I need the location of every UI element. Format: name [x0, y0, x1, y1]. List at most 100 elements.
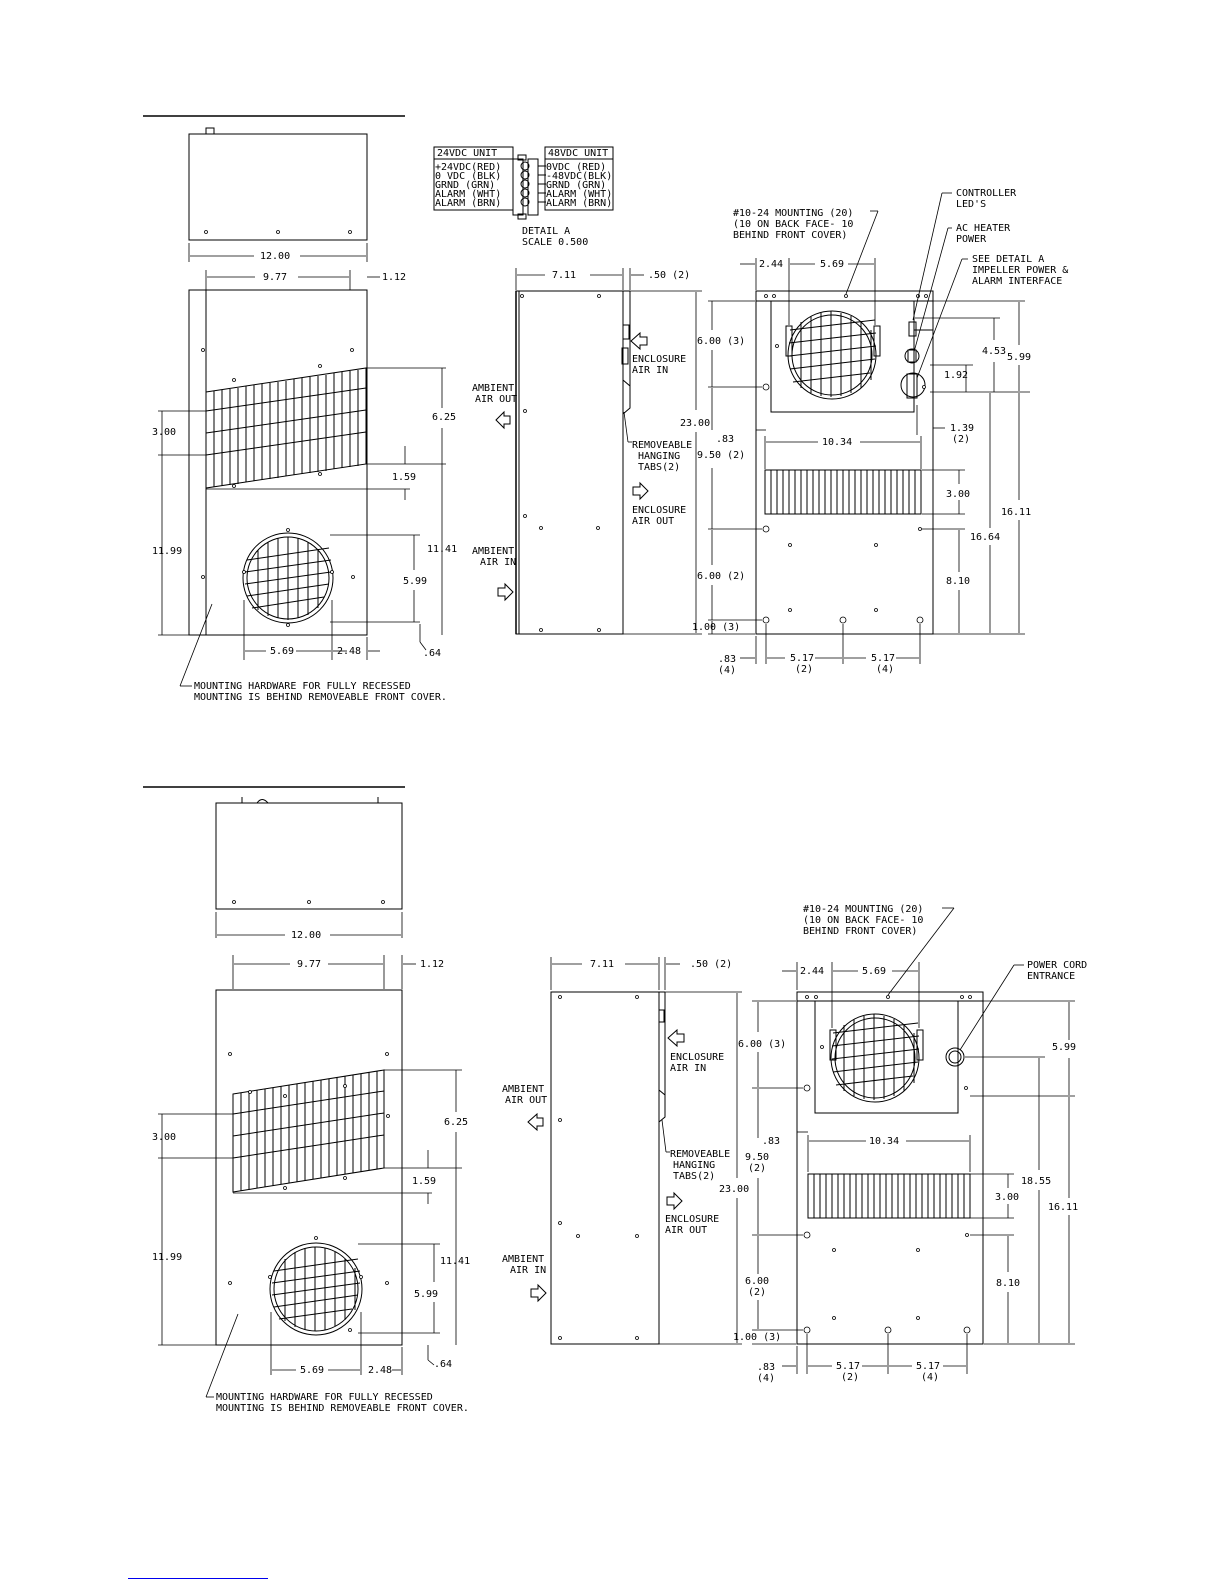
- bottom-dim-977: 9.77: [297, 959, 321, 970]
- top-dim-977: 9.77: [263, 272, 287, 283]
- top-tabs-2: HANGING: [638, 451, 680, 462]
- top-dim-083-left: .83: [716, 434, 734, 445]
- bottom-dim-2300: 23.00: [719, 1184, 749, 1195]
- top-dim-300-left: 3.00: [152, 427, 176, 438]
- top-enc-out-2: AIR OUT: [632, 516, 674, 527]
- bottom-dim-1034: 10.34: [869, 1136, 899, 1147]
- top-dim-517-b: 5.17: [871, 653, 895, 664]
- top-dim-159: 1.59: [392, 472, 416, 483]
- bottom-power-cord-1: POWER CORD: [1027, 960, 1087, 971]
- bottom-ambient-out-2: AIR OUT: [505, 1095, 547, 1106]
- top-dim-064: .64: [423, 648, 441, 659]
- top-dim-517-a-count: (2): [795, 664, 813, 675]
- bottom-dim-517-b: 5.17: [916, 1361, 940, 1372]
- bottom-back-grille-slats: [813, 1174, 965, 1218]
- top-heater-1: AC HEATER: [956, 223, 1011, 234]
- top-back-grille-slats: [770, 470, 916, 514]
- bottom-dim-599-back: 5.99: [1052, 1042, 1076, 1053]
- top-dim-569-front: 5.69: [270, 646, 294, 657]
- bottom-enc-out-2: AIR OUT: [665, 1225, 707, 1236]
- top-dim-599-back: 5.99: [1007, 352, 1031, 363]
- bottom-dim-600-3: 6.00 (3): [738, 1039, 786, 1050]
- bottom-enc-in-1: ENCLOSURE: [670, 1052, 724, 1063]
- bottom-dim-248: 2.48: [368, 1365, 392, 1376]
- top-dim-599-front: 5.99: [403, 576, 427, 587]
- top-detail-left-row: ALARM (BRN): [435, 198, 501, 209]
- bottom-front-louvres: [232, 1071, 385, 1191]
- top-detail-left-row: ALARM (WHT): [435, 189, 501, 200]
- bottom-dim-1855: 18.55: [1021, 1176, 1051, 1187]
- top-detail-right-row: GRND (GRN): [546, 180, 606, 191]
- bottom-dim-625: 6.25: [444, 1117, 468, 1128]
- bottom-dim-064: .64: [434, 1359, 452, 1370]
- top-dim-112: 1.12: [382, 272, 406, 283]
- top-dim-139: 1.39: [950, 423, 974, 434]
- top-see-detail-3: ALARM INTERFACE: [972, 276, 1062, 287]
- top-mount-callout-1: #10-24 MOUNTING (20): [733, 208, 853, 219]
- bottom-dim-569-front: 5.69: [300, 1365, 324, 1376]
- top-detail-left-row: 0 VDC (BLK): [435, 171, 501, 182]
- bottom-mount-callout-3: BEHIND FRONT COVER): [803, 926, 917, 937]
- top-see-detail-2: IMPELLER POWER &: [972, 265, 1068, 276]
- bottom-front-fan-louvres: [271, 1247, 361, 1331]
- bottom-back-view: 2.44 5.69 #10-24 MOUNTING (20) (10 ON BA…: [733, 904, 1087, 1384]
- bottom-sheet: 12.00 9.77 1.12 3.00: [143, 786, 1087, 1414]
- top-front-fan-louvres: [244, 537, 332, 620]
- bottom-dim-950: 9.50: [745, 1152, 769, 1163]
- bottom-tabs-1: REMOVEABLE: [670, 1149, 730, 1160]
- bottom-dim-100-3: 1.00 (3): [733, 1332, 781, 1343]
- bottom-tabs-2: HANGING: [673, 1160, 715, 1171]
- bottom-dim-517-a-count: (2): [841, 1372, 859, 1383]
- top-mounting-note-2: MOUNTING IS BEHIND REMOVEABLE FRONT COVE…: [194, 692, 447, 703]
- top-dim-517-a: 5.17: [790, 653, 814, 664]
- bottom-back-dim-569: 5.69: [862, 966, 886, 977]
- bottom-ambient-out-1: AMBIENT: [502, 1084, 544, 1095]
- top-mount-callout-3: BEHIND FRONT COVER): [733, 230, 847, 241]
- top-mount-callout-2: (10 ON BACK FACE- 10: [733, 219, 853, 230]
- top-dim-950-2: 9.50 (2): [697, 450, 745, 461]
- bottom-front-view: 9.77 1.12 3.00 11.99 6.25 11.41: [152, 955, 470, 1414]
- top-dim-192: 1.92: [944, 370, 968, 381]
- top-front-louvres: [205, 370, 367, 487]
- top-dim-12: 12.00: [260, 251, 290, 262]
- top-dim-453: 4.53: [982, 346, 1006, 357]
- top-enc-in-2: AIR IN: [632, 365, 668, 376]
- top-detail-left-row: GRND (GRN): [435, 180, 495, 191]
- top-ambient-out-2: AIR OUT: [475, 394, 517, 405]
- top-detail-left-header: 24VDC UNIT: [437, 148, 497, 159]
- bottom-plan-view: 12.00: [215, 797, 403, 941]
- top-heater-2: POWER: [956, 234, 987, 245]
- bottom-mounting-note-2: MOUNTING IS BEHIND REMOVEABLE FRONT COVE…: [216, 1403, 469, 1414]
- top-back-view: 2.44 5.69 #10-24 MOUNTING (20) (10 ON BA…: [692, 188, 1068, 676]
- top-detail-caption-1: DETAIL A: [522, 226, 570, 237]
- bottom-dim-112: 1.12: [420, 959, 444, 970]
- bottom-mount-callout-1: #10-24 MOUNTING (20): [803, 904, 923, 915]
- bottom-ambient-in-1: AMBIENT: [502, 1254, 544, 1265]
- bottom-dim-300-back: 3.00: [995, 1192, 1019, 1203]
- top-front-view: 9.77 1.12 3.00 11.99 6.25 1: [152, 270, 457, 703]
- bottom-dim-599-front: 5.99: [414, 1289, 438, 1300]
- top-tabs-1: REMOVEABLE: [632, 440, 692, 451]
- top-ambient-out-1: AMBIENT: [472, 383, 514, 394]
- top-plan-view: 12.00: [188, 127, 368, 262]
- bottom-enc-out-1: ENCLOSURE: [665, 1214, 719, 1225]
- bottom-enc-in-2: AIR IN: [670, 1063, 706, 1074]
- bottom-dim-1199: 11.99: [152, 1252, 182, 1263]
- top-back-dim-244: 2.44: [759, 259, 783, 270]
- bottom-dim-083-bottom: .83: [757, 1362, 775, 1373]
- bottom-dim-810: 8.10: [996, 1278, 1020, 1289]
- top-controller-2: LED'S: [956, 199, 986, 210]
- top-ambient-in-1: AMBIENT: [472, 546, 514, 557]
- bottom-dim-083-left: .83: [762, 1136, 780, 1147]
- bottom-dim-711: 7.11: [590, 959, 614, 970]
- bottom-dim-083-count: (4): [757, 1373, 775, 1384]
- top-dim-625: 6.25: [432, 412, 456, 423]
- bottom-dim-600: 6.00: [745, 1276, 769, 1287]
- footer-link-underline[interactable]: [128, 1578, 268, 1579]
- top-detail-right-row: -48VDC(BLK): [546, 171, 612, 182]
- bottom-side-view: 7.11 .50 (2) 23.00 ENCLOSURE AIR IN AMBI…: [502, 957, 749, 1345]
- bottom-dim-517-b-count: (4): [921, 1372, 939, 1383]
- top-back-fan-louvres: [788, 311, 877, 397]
- bottom-dim-950-count: (2): [748, 1163, 766, 1174]
- top-ambient-in-2: AIR IN: [480, 557, 516, 568]
